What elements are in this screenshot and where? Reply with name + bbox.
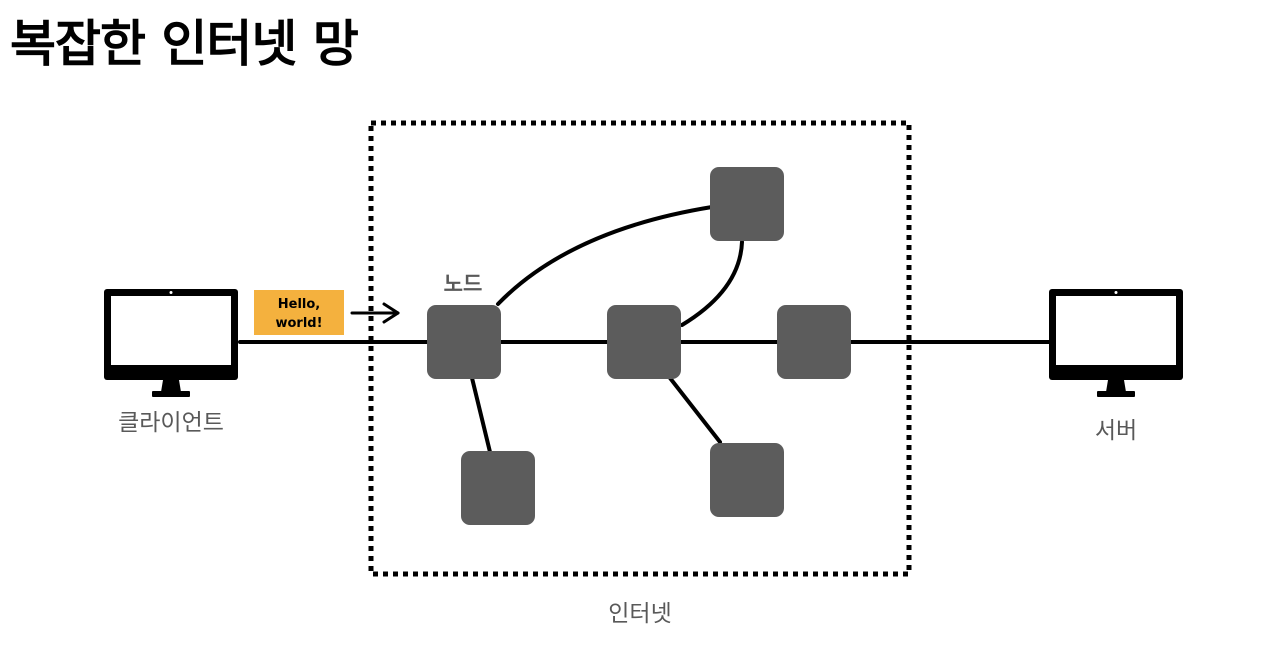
network-node	[427, 305, 501, 379]
connection-node1-bottom	[470, 376, 492, 454]
network-node	[461, 451, 535, 525]
network-node	[777, 305, 851, 379]
client-monitor-icon	[104, 289, 238, 397]
message-line-1: Hello,	[278, 297, 320, 312]
message-box: Hello, world!	[254, 290, 344, 335]
network-node	[710, 167, 784, 241]
page-title: 복잡한 인터넷 망	[10, 15, 359, 73]
connection-node2-bottom	[668, 376, 722, 444]
connection-node1-top	[496, 205, 714, 306]
client-label: 클라이언트	[118, 410, 224, 436]
server-label: 서버	[1095, 418, 1137, 444]
message-line-2: world!	[275, 316, 322, 331]
network-nodes	[427, 167, 851, 525]
connection-node2-top	[680, 240, 744, 327]
network-node	[607, 305, 681, 379]
server-monitor-icon	[1049, 289, 1183, 397]
network-node	[710, 443, 784, 517]
arrow-right-icon	[350, 302, 400, 324]
node-label: 노드	[444, 272, 483, 296]
internet-label: 인터넷	[608, 601, 671, 627]
internet-boundary	[368, 120, 912, 577]
